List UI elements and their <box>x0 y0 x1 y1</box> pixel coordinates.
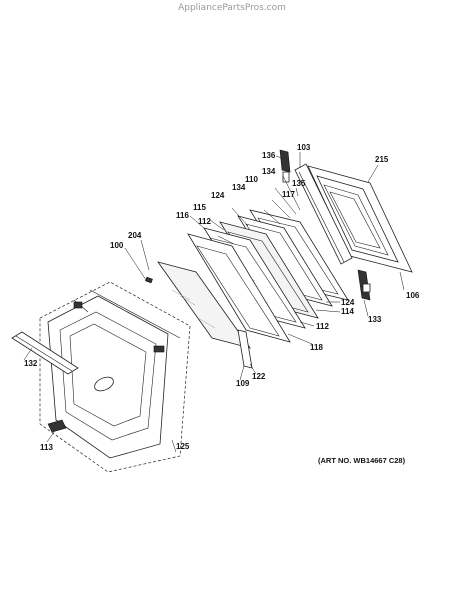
callout-113: 115 <box>193 203 206 212</box>
callout-122: 125 <box>176 442 190 451</box>
callout-133: 133 <box>368 315 382 324</box>
callout-115: 116 <box>176 211 189 220</box>
callout-118: 122 <box>252 372 266 381</box>
part-109-glass-strip[interactable] <box>237 329 253 369</box>
part-136-bracket[interactable] <box>279 149 291 183</box>
callout-134b: 134 <box>232 183 246 192</box>
part-115-outer-glass-frame[interactable] <box>187 233 291 343</box>
part-133-hinge[interactable] <box>357 269 371 301</box>
callout-125: 132 <box>24 359 38 368</box>
callout-106: 106 <box>406 291 420 300</box>
callout-110: 110 <box>245 175 258 184</box>
callout-112b: 112 <box>316 322 329 331</box>
art-number: (ART NO. WB14667 C28) <box>318 456 406 465</box>
callout-135: 135 <box>292 179 306 188</box>
callout-124b: 124 <box>341 298 355 307</box>
callout-117: 117 <box>282 190 295 199</box>
part-204-outer-glass[interactable] <box>145 261 251 349</box>
callout-204: 204 <box>128 231 142 240</box>
part-125-handle[interactable] <box>11 331 79 375</box>
callout-109: 109 <box>236 379 250 388</box>
callout-116: 118 <box>310 343 323 352</box>
callout-103: 103 <box>297 143 311 152</box>
callout-labels: 215 103 136 134 135 110 134 117 124 115 … <box>24 143 420 452</box>
callout-112: 112 <box>198 217 211 226</box>
callout-134: 134 <box>262 167 276 176</box>
part-103-inner-frame[interactable] <box>294 163 353 265</box>
callout-132: 113 <box>40 443 53 452</box>
callout-100: 100 <box>110 241 124 250</box>
callout-215: 215 <box>375 155 389 164</box>
part-122-outer-door[interactable] <box>39 281 191 473</box>
callout-114: 114 <box>341 307 354 316</box>
part-132-clip[interactable] <box>47 419 67 433</box>
callout-136: 136 <box>262 151 276 160</box>
leader-lines <box>23 152 405 453</box>
callout-124: 124 <box>211 191 225 200</box>
watermark: AppliancePartsPros.com <box>178 3 286 13</box>
